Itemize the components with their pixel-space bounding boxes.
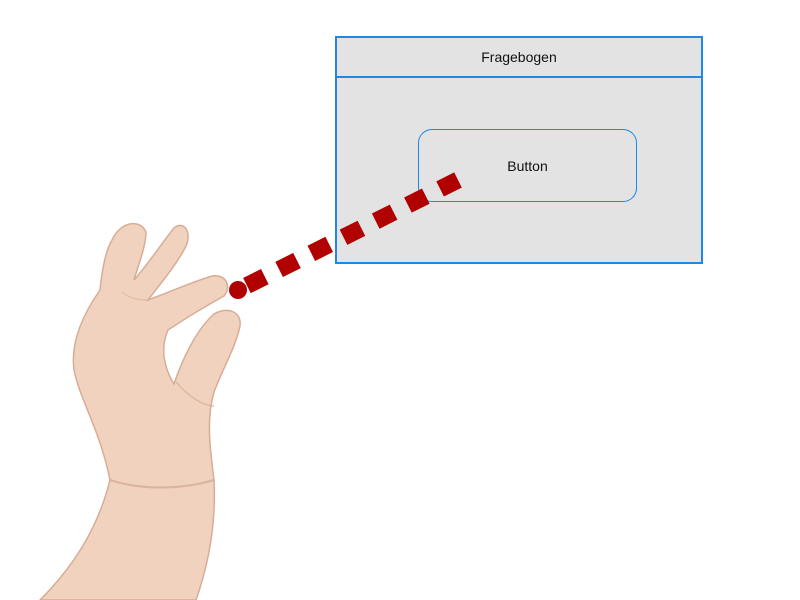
main-button-label: Button <box>507 157 548 174</box>
window-titlebar: Fragebogen <box>337 38 701 78</box>
questionnaire-window: Fragebogen Button <box>335 36 703 264</box>
main-button[interactable]: Button <box>418 129 637 202</box>
window-title: Fragebogen <box>481 49 557 65</box>
pointing-hand-icon <box>38 222 241 600</box>
